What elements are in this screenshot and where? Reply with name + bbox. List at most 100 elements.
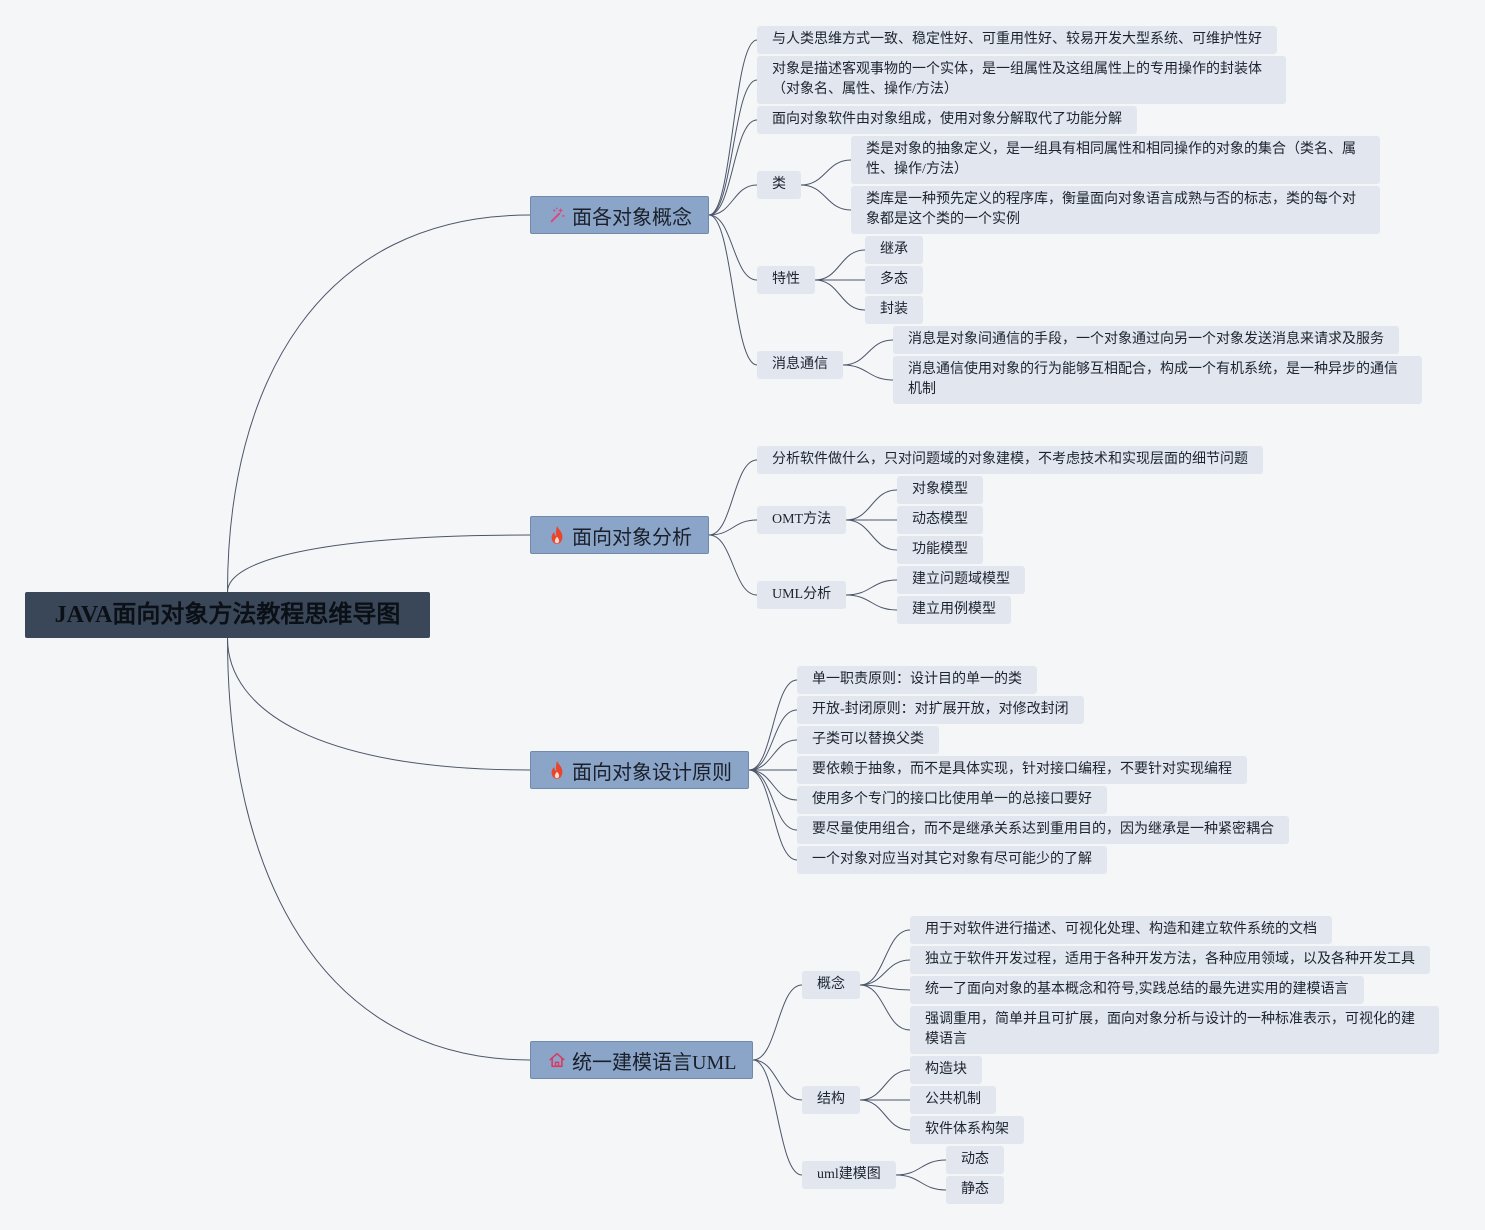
topic-label: 要依赖于抽象，而不是具体实现，针对接口编程，不要针对实现编程	[812, 762, 1232, 777]
topic-dependency-inversion: 要依赖于抽象，而不是具体实现，针对接口编程，不要针对实现编程	[797, 756, 1247, 784]
connector-line	[748, 739, 798, 771]
connector-line	[800, 159, 852, 186]
topic-label: 概念	[817, 977, 845, 992]
connector-line	[845, 489, 898, 521]
topic-composition-over-inheritance: 要尽量使用组合，而不是继承关系达到重用目的，因为继承是一种紧密耦合	[797, 816, 1289, 844]
topic-label: 多态	[880, 272, 908, 287]
subtopic-omt-method: OMT方法	[757, 506, 847, 534]
topic-open-closed: 开放-封闭原则：对扩展开放，对修改封闭	[797, 696, 1084, 724]
connector-line	[752, 984, 803, 1061]
topic-dynamic-model: 动态模型	[897, 506, 983, 534]
topic-least-knowledge: 一个对象对应当对其它对象有尽可能少的了解	[797, 846, 1107, 874]
topic-text-line: 类是对象的抽象定义，是一组具有相同属性和相同操作的对象的集合（类名、属	[866, 142, 1356, 157]
central-topic-label: JAVA面向对象方法教程思维导图	[54, 602, 401, 628]
topic-label: 静态	[961, 1182, 989, 1197]
topic-label: 一个对象对应当对其它对象有尽可能少的了解	[812, 852, 1092, 867]
topic-label: 建立问题域模型	[912, 572, 1010, 587]
topic-object-model: 对象模型	[897, 476, 983, 504]
connector-line	[748, 709, 798, 771]
connector-line	[814, 279, 866, 311]
connector-line	[708, 79, 758, 216]
topic-label: 建立用例模型	[912, 602, 996, 617]
topic-uml-unified-notation: 统一了面向对象的基本概念和符号,实践总结的最先进实用的建模语言	[910, 976, 1364, 1004]
main-topic-design-principles: 面向对象设计原则	[530, 751, 749, 789]
topic-text-line: 象都是这个类的一个实例	[866, 212, 1020, 227]
topic-label: 功能模型	[912, 542, 968, 557]
topic-label: 结构	[817, 1092, 845, 1107]
connector-line	[859, 984, 911, 991]
topic-label: 构造块	[925, 1062, 967, 1077]
topic-common-mechanisms: 公共机制	[910, 1086, 996, 1114]
topic-label: 统一了面向对象的基本概念和符号,实践总结的最先进实用的建模语言	[925, 982, 1349, 997]
topic-problem-domain-model: 建立问题域模型	[897, 566, 1025, 594]
main-topic-oo-analysis: 面向对象分析	[530, 516, 709, 554]
main-topic-label: 面向对象设计原则	[572, 761, 732, 784]
connector-line	[842, 364, 894, 381]
main-topic-label: 面向对象分析	[572, 526, 692, 549]
topic-label: 面向对象软件由对象组成，使用对象分解取代了功能分解	[772, 112, 1122, 127]
topic-text-line: （对象名、属性、操作/方法）	[772, 82, 958, 97]
connector-line	[227, 214, 531, 593]
connector-line	[708, 459, 758, 536]
connector-line	[708, 214, 758, 366]
connector-line	[227, 637, 531, 1061]
topic-label: 特性	[772, 272, 800, 287]
topic-label: 继承	[880, 242, 908, 257]
connector-line	[859, 959, 911, 986]
connector-line	[859, 1099, 911, 1131]
connector-line	[227, 637, 531, 771]
topic-message-communication: 消息通信使用对象的行为能够互相配合，构成一个有机系统，是一种异步的通信 机制	[893, 356, 1422, 404]
connector-line	[842, 339, 894, 366]
connector-line	[708, 119, 758, 216]
topic-message-definition: 消息是对象间通信的手段，一个对象通过向另一个对象发送消息来请求及服务	[893, 326, 1399, 354]
topic-static-diagrams: 静态	[946, 1176, 1004, 1204]
topic-inheritance: 继承	[865, 236, 923, 264]
topic-single-responsibility: 单一职责原则：设计目的单一的类	[797, 666, 1037, 694]
central-topic: JAVA面向对象方法教程思维导图	[25, 592, 430, 638]
subtopic-uml-diagrams: uml建模图	[802, 1161, 896, 1189]
topic-oo-software-composition: 面向对象软件由对象组成，使用对象分解取代了功能分解	[757, 106, 1137, 134]
magic-wand-icon	[548, 205, 566, 225]
topic-text-line: 消息通信使用对象的行为能够互相配合，构成一个有机系统，是一种异步的通信	[908, 362, 1398, 377]
main-topic-label: 统一建模语言UML	[572, 1051, 737, 1074]
connector-line	[752, 1059, 803, 1176]
connector-line	[859, 1069, 911, 1101]
connector-line	[708, 534, 758, 596]
topic-label: 动态	[961, 1152, 989, 1167]
home-icon	[548, 1050, 566, 1070]
topic-class-library: 类库是一种预先定义的程序库，衡量面向对象语言成熟与否的标志，类的每个对 象都是这…	[851, 186, 1380, 234]
main-topic-object-concepts: 面各对象概念	[530, 196, 709, 234]
topic-analysis-scope: 分析软件做什么，只对问题域的对象建模，不考虑技术和实现层面的细节问题	[757, 446, 1263, 474]
connector-line	[845, 579, 898, 596]
subtopic-uml-concept: 概念	[802, 971, 860, 999]
topic-label: OMT方法	[772, 512, 832, 527]
connector-line	[708, 519, 758, 536]
topic-uml-process-independent: 独立于软件开发过程，适用于各种开发方法，各种应用领域，以及各种开发工具	[910, 946, 1430, 974]
topic-text-line: 机制	[908, 382, 936, 397]
connector-line	[748, 769, 798, 861]
topic-functional-model: 功能模型	[897, 536, 983, 564]
connector-line	[845, 519, 898, 551]
topic-text-line: 强调重用，简单并且可扩展，面向对象分析与设计的一种标准表示，可视化的建	[925, 1012, 1415, 1027]
topic-text-line: 模语言	[925, 1032, 967, 1047]
topic-text-line: 性、操作/方法）	[866, 162, 968, 177]
topic-label: 公共机制	[925, 1092, 981, 1107]
connector-line	[859, 984, 911, 1031]
topic-label: 类	[772, 177, 786, 192]
topic-label: 子类可以替换父类	[812, 732, 924, 747]
topic-dynamic-diagrams: 动态	[946, 1146, 1004, 1174]
topic-label: 封装	[880, 302, 908, 317]
connector-line	[895, 1159, 947, 1176]
subtopic-uml-structure: 结构	[802, 1086, 860, 1114]
topic-text-line: 类库是一种预先定义的程序库，衡量面向对象语言成熟与否的标志，类的每个对	[866, 192, 1356, 207]
topic-label: 开放-封闭原则：对扩展开放，对修改封闭	[812, 702, 1069, 717]
connector-line	[708, 184, 758, 216]
connector-line	[748, 769, 798, 801]
topic-uml-reuse: 强调重用，简单并且可扩展，面向对象分析与设计的一种标准表示，可视化的建 模语言	[910, 1006, 1439, 1054]
topic-interface-segregation: 使用多个专门的接口比使用单一的总接口要好	[797, 786, 1107, 814]
topic-object-definition: 对象是描述客观事物的一个实体，是一组属性及这组属性上的专用操作的封装体 （对象名…	[757, 56, 1286, 104]
topic-polymorphism: 多态	[865, 266, 923, 294]
main-topic-uml: 统一建模语言UML	[530, 1041, 754, 1079]
topic-label: 消息是对象间通信的手段，一个对象通过向另一个对象发送消息来请求及服务	[908, 332, 1384, 347]
